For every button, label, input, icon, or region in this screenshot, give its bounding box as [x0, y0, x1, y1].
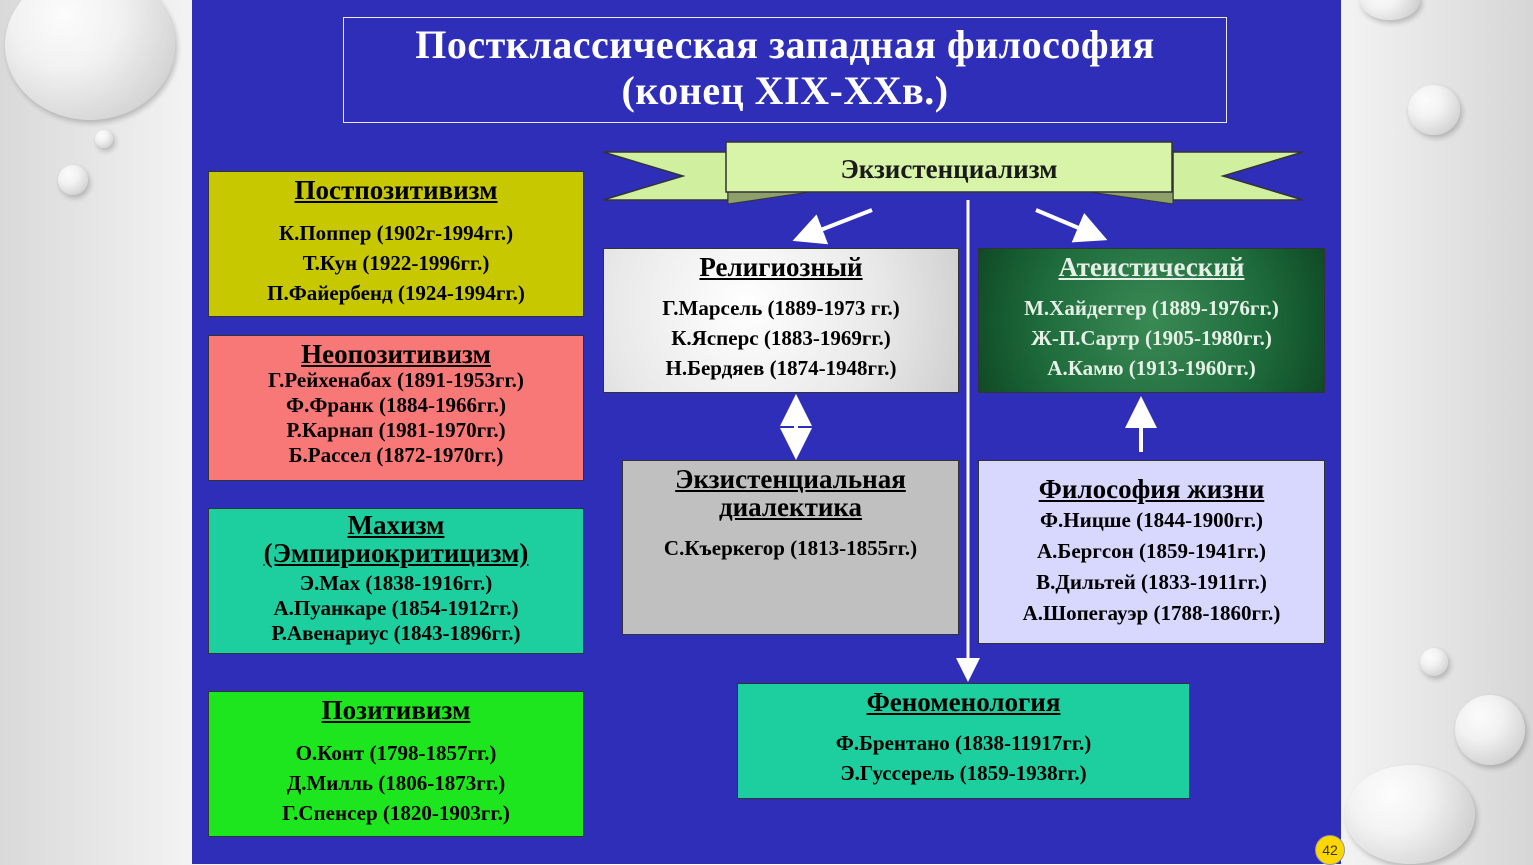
philosopher-entry: Б.Рассел (1872-1970гг.): [288, 443, 504, 467]
philosopher-entry: К.Ясперс (1883-1969гг.): [671, 326, 891, 350]
philosopher-entry: Р.Авенариус (1843-1896гг.): [271, 621, 521, 645]
philosopher-entry: О.Конт (1798-1857гг.): [295, 741, 497, 765]
life-philosophy-box: Философия жизни Ф.Ницше (1844-1900гг.) А…: [978, 460, 1325, 644]
water-drop-decoration: [1420, 648, 1448, 676]
philosopher-entry: А.Камю (1913-1960гг.): [1047, 356, 1256, 380]
arrow-to-religious: [792, 208, 873, 245]
philosopher-entry: А.Бергсон (1859-1941гг.): [1037, 539, 1266, 563]
title-box: Постклассическая западная философия (кон…: [343, 17, 1227, 123]
philosopher-entry: Э.Мах (1838-1916гг.): [299, 571, 493, 595]
philosopher-entry: Г.Марсель (1889-1973 гг.): [662, 296, 900, 320]
ribbon-center: [725, 141, 1173, 193]
philosopher-entry: Р.Карнап (1981-1970гг.): [286, 418, 506, 442]
phenomenology-box: Феноменология Ф.Брентано (1838-11917гг.)…: [737, 683, 1190, 799]
philosopher-entry: С.Къеркегор (1813-1855гг.): [663, 536, 918, 560]
water-drop-decoration: [5, 0, 175, 120]
dialectic-subheading: диалектика: [718, 492, 863, 522]
philosopher-entry: Д.Милль (1806-1873гг.): [286, 771, 506, 795]
ribbon-right-tail: [1172, 151, 1304, 201]
machism-subheading: (Эмпириокритицизм): [263, 538, 529, 568]
atheistic-box: Атеистический М.Хайдеггер (1889-1976гг.)…: [978, 248, 1325, 393]
philosopher-entry: Г.Спенсер (1820-1903гг.): [282, 801, 510, 825]
water-drop-decoration: [58, 165, 88, 195]
philosopher-entry: М.Хайдеггер (1889-1976гг.): [1024, 296, 1279, 320]
philosopher-entry: Ф.Брентано (1838-11917гг.): [835, 731, 1092, 755]
philosopher-entry: А.Пуанкаре (1854-1912гг.): [273, 596, 519, 620]
postpositivism-box: Постпозитивизм К.Поппер (1902г-1994гг.) …: [208, 171, 584, 317]
arrow-to-atheistic: [1035, 208, 1108, 243]
existential-dialectic-box: Экзистенциальная диалектика С.Къеркегор …: [622, 460, 959, 635]
philosopher-entry: Ф.Франк (1884-1966гг.): [286, 393, 506, 417]
water-drop-decoration: [1408, 85, 1460, 135]
title-line-1: Постклассическая западная философия: [415, 22, 1155, 67]
postpositivism-heading: Постпозитивизм: [294, 175, 498, 205]
philosopher-entry: А.Шопегауэр (1788-1860гг.): [1022, 601, 1281, 625]
machism-box: Махизм (Эмпириокритицизм) Э.Мах (1838-19…: [208, 508, 584, 654]
water-drop-decoration: [1345, 765, 1475, 864]
religious-box: Религиозный Г.Марсель (1889-1973 гг.) К.…: [603, 248, 959, 393]
water-drop-decoration: [1360, 0, 1420, 20]
philosopher-entry: Э.Гуссерель (1859-1938гг.): [840, 761, 1087, 785]
water-drop-decoration: [1455, 695, 1525, 765]
philosopher-entry: Ф.Ницше (1844-1900гг.): [1039, 508, 1264, 532]
neopositivism-heading: Неопозитивизм: [301, 339, 491, 369]
machism-heading: Махизм: [347, 510, 445, 540]
positivism-box: Позитивизм О.Конт (1798-1857гг.) Д.Милль…: [208, 691, 584, 837]
neopositivism-box: Неопозитивизм Г.Рейхенабах (1891-1953гг.…: [208, 335, 584, 481]
philosopher-entry: Ж-П.Сартр (1905-1980гг.): [1031, 326, 1272, 350]
atheistic-heading: Атеистический: [1058, 252, 1245, 282]
dialectic-heading: Экзистенциальная: [675, 464, 906, 494]
philosopher-entry: Т.Кун (1922-1996гг.): [302, 251, 490, 275]
banner-label: Экзистенциализм: [840, 154, 1057, 184]
life-philosophy-heading: Философия жизни: [1038, 474, 1265, 504]
ribbon-left-tail: [602, 151, 729, 201]
existentialism-banner: Экзистенциализм: [602, 141, 1304, 205]
philosopher-entry: Г.Рейхенабах (1891-1953гг.): [268, 368, 524, 392]
philosopher-entry: В.Дильтей (1833-1911гг.): [1036, 570, 1267, 594]
philosopher-entry: К.Поппер (1902г-1994гг.): [278, 221, 514, 245]
philosopher-entry: П.Файербенд (1924-1994гг.): [267, 281, 525, 305]
positivism-heading: Позитивизм: [321, 695, 471, 725]
religious-heading: Религиозный: [699, 252, 863, 282]
title-line-2: (конец XIX-XXв.): [621, 68, 949, 113]
water-drop-decoration: [95, 130, 113, 148]
philosopher-entry: Н.Бердяев (1874-1948гг.): [665, 356, 897, 380]
page-number-badge: 42: [1315, 835, 1345, 865]
phenomenology-heading: Феноменология: [866, 687, 1061, 717]
